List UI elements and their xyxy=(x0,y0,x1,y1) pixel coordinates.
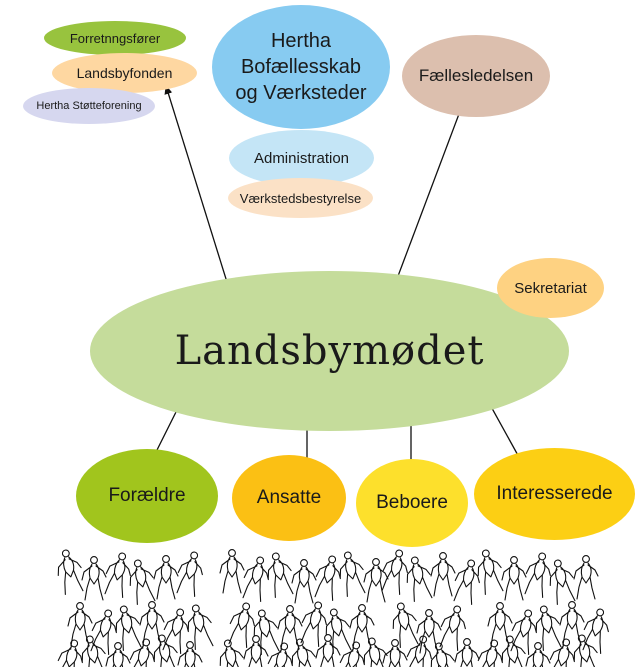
hertha-label: Hertha Bofællesskab og Værksteder xyxy=(235,30,367,104)
person-icon xyxy=(416,609,442,654)
beboere-label: Beboere xyxy=(376,492,448,513)
person-icon xyxy=(286,636,321,667)
person-icon xyxy=(214,637,249,667)
person-icon xyxy=(521,550,556,599)
person-icon xyxy=(430,552,456,597)
interesserede-node: Interesserede xyxy=(474,448,635,540)
person-icon xyxy=(101,550,136,599)
landsbymodet-label: Landsbymødet xyxy=(174,328,485,374)
person-icon xyxy=(277,605,303,650)
person-icon xyxy=(76,633,111,667)
crowd-beboere xyxy=(378,547,485,667)
person-icon xyxy=(177,641,203,667)
person-icon xyxy=(263,640,298,667)
arrow-to-landsbyfonden xyxy=(164,85,232,296)
person-icon xyxy=(472,547,507,596)
person-icon xyxy=(501,556,527,601)
person-icon xyxy=(320,606,355,655)
arrow-to-faellesledelsen xyxy=(388,105,463,301)
person-icon xyxy=(579,606,614,655)
person-icon xyxy=(110,603,145,652)
crowd-ansatte xyxy=(214,549,393,667)
person-icon xyxy=(153,555,179,600)
person-icon xyxy=(105,642,131,667)
person-icon xyxy=(358,635,393,667)
person-icon xyxy=(53,637,88,667)
landsbyfonden-label: Landsbyfonden xyxy=(76,65,173,81)
crowd-interesserede xyxy=(472,547,614,667)
beboere-node: Beboere xyxy=(356,459,468,547)
person-icon xyxy=(81,556,107,601)
person-icon xyxy=(219,549,245,594)
person-icon xyxy=(315,634,341,667)
ansatte-node: Ansatte xyxy=(232,455,346,541)
person-icon xyxy=(425,640,460,667)
person-icon xyxy=(559,601,585,646)
forretningsforer-node: Forretnngsfører xyxy=(44,21,186,55)
person-icon xyxy=(67,602,93,647)
stotteforening-node: Hertha Støtteforening xyxy=(23,88,155,124)
person-icon xyxy=(530,603,565,652)
administration-label: Administration xyxy=(253,149,350,167)
person-icon xyxy=(335,639,370,667)
person-icon xyxy=(262,550,297,599)
ansatte-label: Ansatte xyxy=(256,487,322,508)
person-icon xyxy=(454,638,480,667)
forretningsforer-label: Forretnngsfører xyxy=(69,30,161,46)
foraeldre-node: Forældre xyxy=(76,449,218,543)
person-icon xyxy=(401,554,436,603)
hertha-node: Hertha Bofællesskab og Værksteder xyxy=(212,5,390,129)
person-icon xyxy=(544,557,579,606)
person-icon xyxy=(173,549,208,598)
person-icon xyxy=(382,639,408,667)
landsbyfonden-node: Landsbyfonden xyxy=(52,53,197,93)
person-icon xyxy=(124,557,159,606)
person-icon xyxy=(248,607,283,656)
person-icon xyxy=(473,637,508,667)
person-icon xyxy=(545,636,580,667)
person-icon xyxy=(125,636,160,667)
person-icon xyxy=(496,633,531,667)
person-icon xyxy=(291,559,317,604)
person-icon xyxy=(334,549,369,598)
person-icon xyxy=(573,555,599,600)
foraeldre-label: Forældre xyxy=(108,485,186,506)
crowd-foraeldre xyxy=(52,547,217,667)
person-icon xyxy=(349,604,375,649)
person-icon xyxy=(450,557,485,606)
landsbymodet-node: Landsbymødet xyxy=(90,271,569,431)
person-icon xyxy=(402,633,437,667)
sekretariat-label: Sekretariat xyxy=(514,279,587,297)
person-icon xyxy=(363,558,389,603)
vaerkstedsbestyrelse-label: Værkstedsbestyrelse xyxy=(239,190,362,206)
sekretariat-node: Sekretariat xyxy=(497,258,604,318)
person-icon xyxy=(182,602,217,651)
faellesledelsen-label: Fællesledelsen xyxy=(418,66,534,85)
faellesledelsen-node: Fællesledelsen xyxy=(402,35,550,117)
interesserede-label: Interesserede xyxy=(496,483,613,504)
stotteforening-label: Hertha Støtteforening xyxy=(36,100,142,112)
person-icon xyxy=(378,547,413,596)
person-icon xyxy=(243,635,269,667)
person-icon xyxy=(487,602,513,647)
person-icon xyxy=(139,601,165,646)
person-icon xyxy=(387,600,422,649)
administration-node: Administration xyxy=(229,130,374,186)
vaerkstedsbestyrelse-node: Værkstedsbestyrelse xyxy=(228,178,373,218)
person-icon xyxy=(525,642,551,667)
person-icon xyxy=(52,547,87,596)
